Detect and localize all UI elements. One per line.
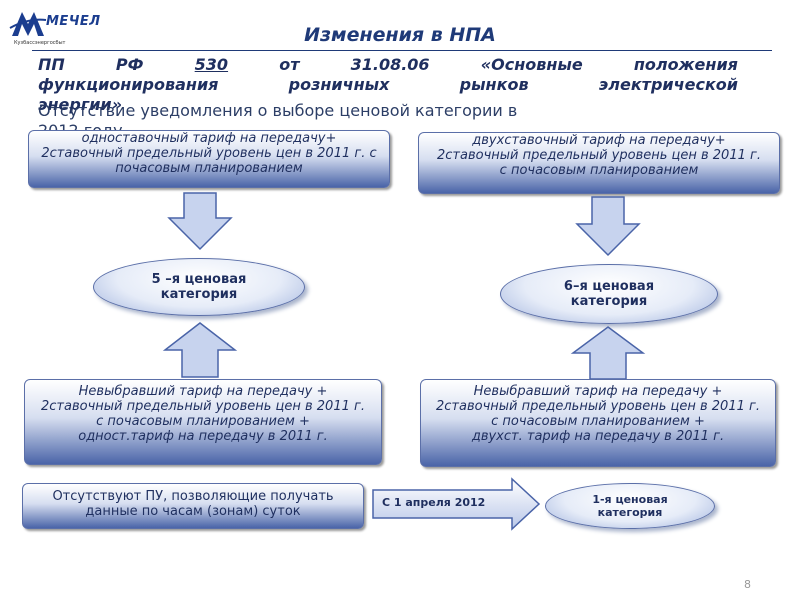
company-logo [8,6,118,52]
subtitle: ПП РФ 530 от 31.08.06 «Основные положени… [38,55,738,115]
subtitle-line-3: энергии» [38,95,123,114]
price-category-5: 5 –я ценовая категория [93,258,305,316]
page-title: Изменения в НПА [304,24,496,46]
price-category-1: 1-я ценовая категория [545,483,715,529]
mechel-logo-icon [9,12,47,36]
arrow-up-icon [570,326,646,380]
arrow-up-icon [162,322,238,378]
box-two-rate-tariff: двухставочный тариф на передачу+ 2ставоч… [418,132,780,194]
box-no-metering-devices: Отсутствуют ПУ, позволяющие получать дан… [22,483,364,529]
box-single-rate-tariff: одноставочный тариф на передачу+ 2ставоч… [28,130,390,188]
page-number: 8 [744,578,751,591]
title-divider [32,50,772,51]
box-no-choice-two-rate: Невыбравший тариф на передачу + 2ставочн… [420,379,776,467]
logo-brand: МЕЧЕЛ [46,14,101,29]
subtitle-line-1: ПП РФ 530 от 31.08.06 «Основные положени… [38,55,738,74]
date-banner-arrow [372,477,541,531]
box-no-choice-single-rate: Невыбравший тариф на передачу + 2ставочн… [24,379,382,465]
subtitle-line-2: функционирования розничных рынков электр… [38,75,738,94]
arrow-down-icon [575,196,641,257]
price-category-6: 6–я ценовая категория [500,264,718,324]
logo-tagline: Кузбассэнергосбыт [14,40,66,46]
arrow-down-icon [167,192,233,251]
date-banner-label: С 1 апреля 2012 [382,496,486,509]
